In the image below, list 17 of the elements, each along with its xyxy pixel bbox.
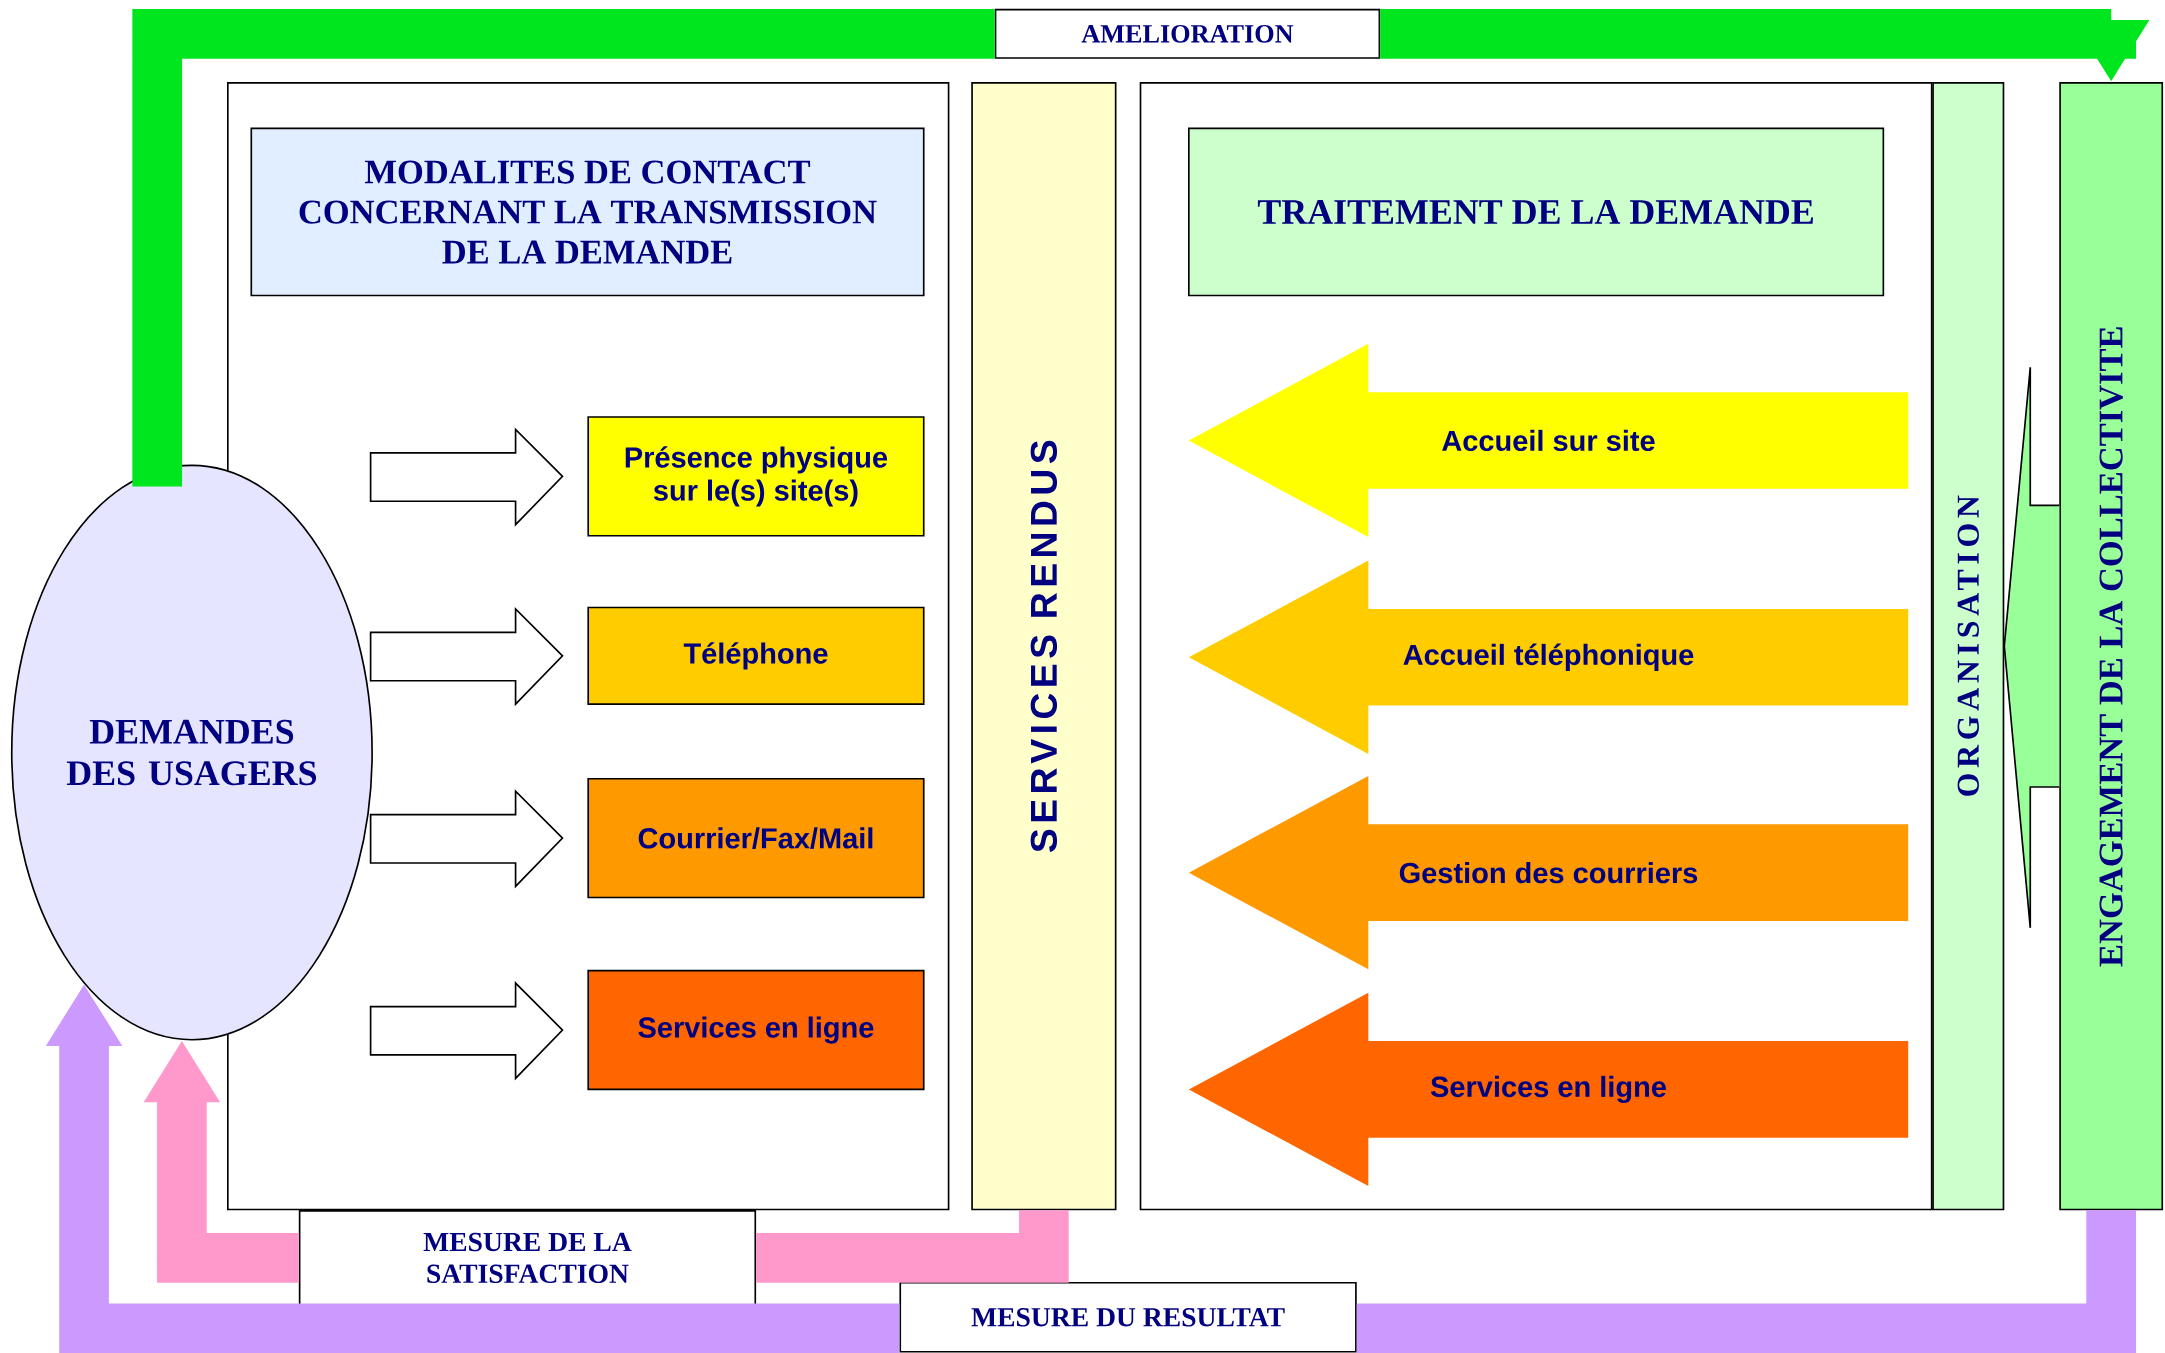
channel-box: Présence physique sur le(s) site(s) bbox=[587, 416, 925, 537]
pointed-banner: Gestion des courriers bbox=[1188, 775, 1909, 970]
pointed-banner: Services en ligne bbox=[1188, 992, 1909, 1186]
vertical-band: ENGAGEMENT DE LA COLLECTIVITE bbox=[2059, 81, 2164, 1211]
heading-box: TRAITEMENT DE LA DEMANDE bbox=[1188, 127, 1885, 297]
block-arrow bbox=[2003, 366, 2061, 929]
pointed-banner: Accueil téléphonique bbox=[1188, 560, 1909, 754]
channel-box: Téléphone bbox=[587, 606, 925, 705]
channel-box: Courrier/Fax/Mail bbox=[587, 777, 925, 899]
label-box: AMELIORATION bbox=[994, 8, 1381, 59]
vertical-band: SERVICES RENDUS bbox=[971, 81, 1117, 1211]
label-box: MESURE DE LA SATISFACTION bbox=[298, 1210, 757, 1306]
label-box: MESURE DU RESULTAT bbox=[899, 1281, 1357, 1353]
vertical-band: ORGANISATION bbox=[1932, 81, 2005, 1211]
heading-box: MODALITES DE CONTACT CONCERNANT LA TRANSMISSION DE LA DEMANDE bbox=[250, 127, 925, 297]
channel-box: Services en ligne bbox=[587, 969, 925, 1091]
pointed-banner: Accueil sur site bbox=[1188, 343, 1909, 538]
